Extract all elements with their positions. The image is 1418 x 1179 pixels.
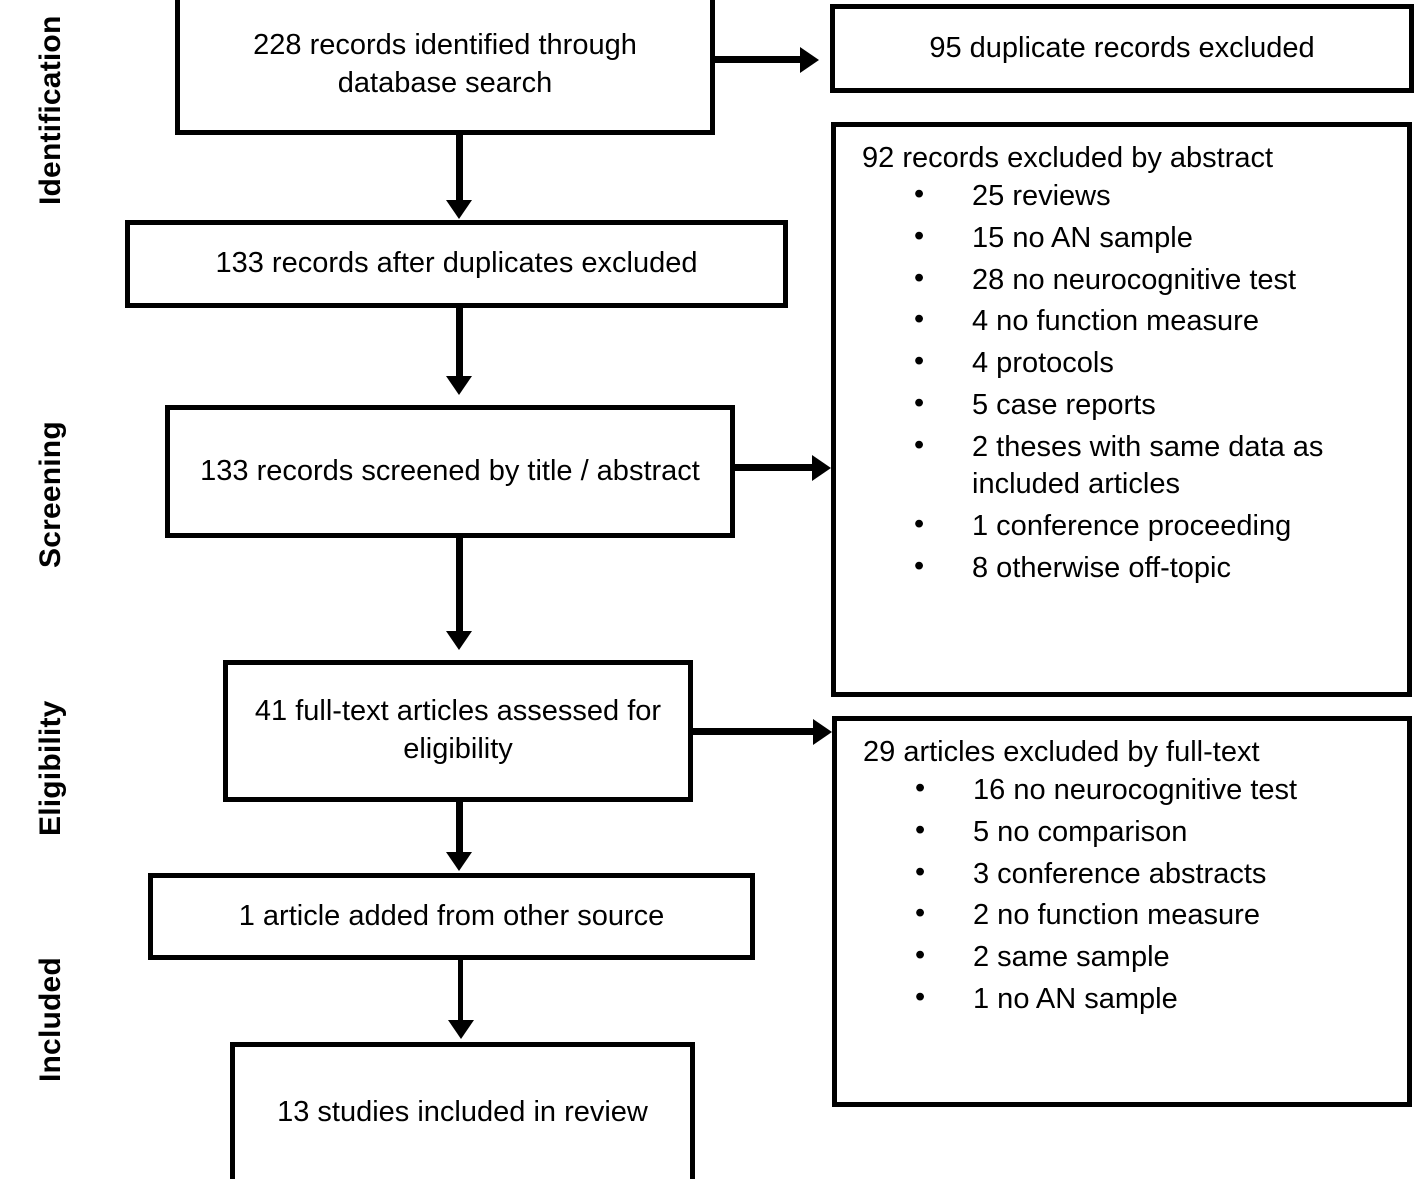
arrowhead-other-source-to-included: [448, 1020, 474, 1039]
list-item: 2 theses with same data as included arti…: [914, 426, 1397, 504]
list-item: 2 same sample: [915, 937, 1397, 977]
abstract-excluded-reason-list: 25 reviews 15 no AN sample 28 no neuroco…: [862, 176, 1397, 588]
connector-identified-to-duplicates: [715, 56, 807, 63]
list-item: 5 case reports: [914, 385, 1397, 425]
abstract-excluded-title: 92 records excluded by abstract: [862, 142, 1274, 174]
box-abstract-excluded: 92 records excluded by abstract 25 revie…: [831, 122, 1412, 697]
list-item: 15 no AN sample: [914, 218, 1397, 258]
arrowhead-identified-to-after-duplicates: [446, 200, 472, 219]
box-article-other-source: 1 article added from other source: [148, 873, 755, 960]
connector-other-source-to-included: [458, 960, 463, 1022]
stage-label-eligibility: Eligibility: [34, 700, 67, 836]
list-item: 5 no comparison: [915, 812, 1397, 852]
box-studies-included: 13 studies included in review: [230, 1042, 695, 1179]
list-item: 1 no AN sample: [915, 979, 1397, 1019]
box-fulltext-excluded: 29 articles excluded by full-text 16 no …: [832, 716, 1412, 1107]
arrowhead-screened-to-fulltext: [446, 631, 472, 650]
list-item: 8 otherwise off-topic: [914, 548, 1397, 588]
stage-label-included: Included: [34, 957, 67, 1082]
arrowhead-screened-to-abstract-excluded: [812, 455, 831, 481]
connector-identified-to-after-duplicates: [456, 135, 463, 203]
fulltext-excluded-reason-list: 16 no neurocognitive test 5 no compariso…: [863, 770, 1397, 1019]
box-records-after-duplicates: 133 records after duplicates excluded: [125, 220, 788, 308]
box-records-identified: 228 records identified through database …: [175, 0, 715, 135]
list-item: 2 no function measure: [915, 895, 1397, 935]
arrowhead-fulltext-to-other-source: [446, 852, 472, 871]
connector-after-duplicates-to-screened: [456, 308, 463, 378]
list-item: 3 conference abstracts: [915, 854, 1397, 894]
list-item: 25 reviews: [914, 176, 1397, 216]
fulltext-excluded-title: 29 articles excluded by full-text: [863, 736, 1260, 768]
arrowhead-fulltext-to-fulltext-excluded: [813, 719, 832, 745]
connector-fulltext-to-fulltext-excluded: [693, 728, 821, 735]
list-item: 1 conference proceeding: [914, 506, 1397, 546]
list-item: 28 no neurocognitive test: [914, 260, 1397, 300]
list-item: 16 no neurocognitive test: [915, 770, 1397, 810]
stage-label-screening: Screening: [34, 421, 67, 568]
box-duplicate-records-excluded: 95 duplicate records excluded: [830, 4, 1414, 93]
arrowhead-identified-to-duplicates: [800, 47, 819, 73]
box-records-screened: 133 records screened by title / abstract: [165, 405, 735, 538]
list-item: 4 protocols: [914, 343, 1397, 383]
connector-fulltext-to-other-source: [456, 802, 463, 854]
connector-screened-to-fulltext: [456, 538, 463, 633]
list-item: 4 no function measure: [914, 301, 1397, 341]
box-fulltext-assessed: 41 full-text articles assessed for eligi…: [223, 660, 693, 802]
connector-screened-to-abstract-excluded: [735, 464, 820, 471]
arrowhead-after-duplicates-to-screened: [446, 376, 472, 395]
